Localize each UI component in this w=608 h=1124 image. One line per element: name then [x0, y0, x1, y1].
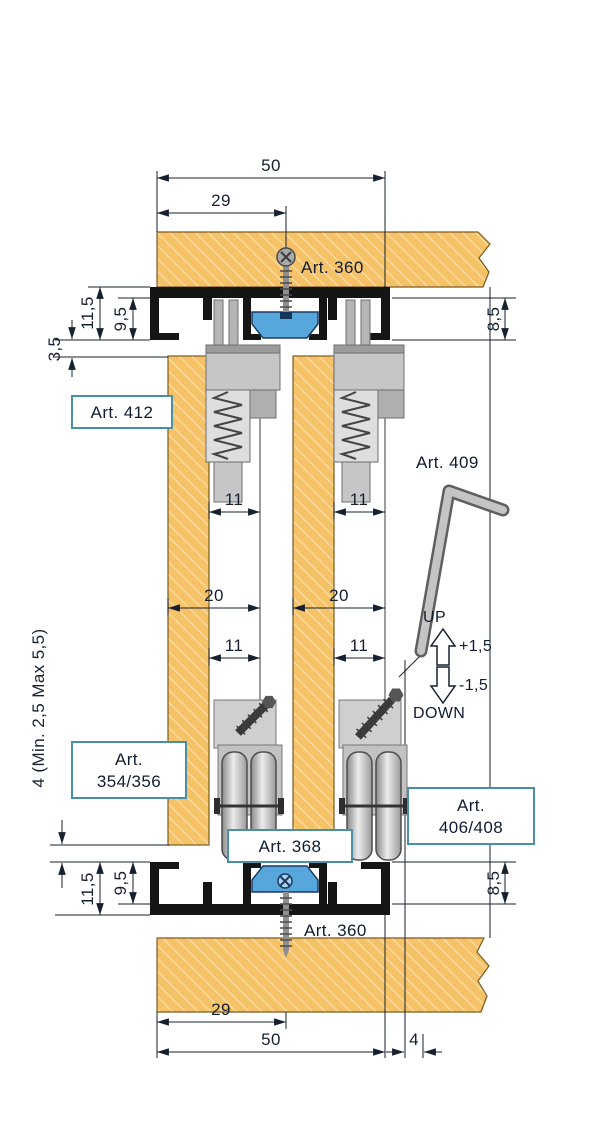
dim-headrail-right: 8,5	[484, 307, 503, 332]
extension-lines	[50, 171, 516, 1058]
label-art-406-408-line1: Art.	[457, 796, 485, 815]
dim-upper-groove-left: 11	[225, 490, 243, 509]
down-arrow-icon	[429, 666, 457, 705]
dim-top-clearance: 3,5	[45, 337, 64, 362]
plus-adjust-label: +1,5	[459, 638, 492, 655]
dim-bottom-rail-channel: 9,5	[111, 871, 130, 896]
bottom-wood-panel	[156, 937, 490, 1013]
left-guide-spring	[210, 391, 243, 460]
left-top-guide	[205, 299, 281, 503]
dim-lower-groove-right: 11	[350, 636, 368, 655]
label-art-406-408-line2: 406/408	[439, 818, 503, 837]
label-art-354-356-line1: Art.	[115, 750, 143, 769]
label-art-409: Art. 409	[416, 453, 479, 472]
label-box-art-406-408: Art. 406/408	[407, 787, 535, 845]
right-adjust-screw	[356, 698, 394, 739]
phillips-cross-icon	[280, 251, 292, 263]
dim-bottom-rail-right: 8,5	[484, 871, 503, 896]
left-adjust-screw	[236, 702, 269, 735]
label-art-354-356-line2: 354/356	[97, 772, 161, 791]
dim-headrail-channel: 9,5	[111, 307, 130, 332]
dim-lower-groove-left: 11	[225, 636, 243, 655]
label-art-360-bottom: Art. 360	[304, 921, 367, 940]
up-arrow-icon	[429, 627, 457, 666]
dim-bottom-width: 50	[261, 1030, 281, 1049]
dim-top-offset: 29	[211, 191, 231, 210]
down-label: DOWN	[413, 705, 465, 722]
label-box-art-368: Art. 368	[227, 829, 353, 863]
right-roller-assembly	[338, 688, 409, 861]
dim-upper-groove-right: 11	[350, 490, 368, 509]
dim-rear-gap: 4	[409, 1030, 419, 1049]
label-art-412: Art. 412	[91, 403, 154, 422]
bottom-track-profile	[150, 862, 390, 915]
right-door-panel	[292, 355, 386, 846]
dim-bottom-offset: 29	[211, 1000, 231, 1019]
dim-panel-left: 20	[204, 586, 224, 605]
dim-bottom-rail-height: 11,5	[78, 872, 97, 905]
label-art-368: Art. 368	[259, 837, 322, 856]
top-track-profile	[150, 287, 390, 340]
allen-key	[414, 484, 510, 658]
bottom-glider	[251, 865, 319, 893]
dim-floor-clearance: 4 (Min. 2,5 Max 5,5)	[29, 628, 48, 787]
label-box-art-412: Art. 412	[71, 395, 173, 429]
right-guide-spring	[338, 391, 371, 460]
label-box-art-354-356: Art. 354/356	[71, 741, 187, 799]
dim-top-width: 50	[261, 156, 281, 175]
up-label: UP	[423, 609, 446, 626]
top-glider	[251, 311, 319, 339]
fixing-screw-bottom	[280, 892, 292, 958]
fixing-screw-top	[276, 247, 296, 312]
label-art-360-top: Art. 360	[301, 258, 364, 277]
dim-headrail-height: 11,5	[78, 296, 97, 329]
dimension-lines	[58, 174, 509, 1056]
phillips-cross-icon	[279, 875, 291, 887]
dim-panel-right: 20	[329, 586, 349, 605]
minus-adjust-label: -1,5	[459, 677, 488, 694]
right-top-guide	[333, 299, 405, 503]
